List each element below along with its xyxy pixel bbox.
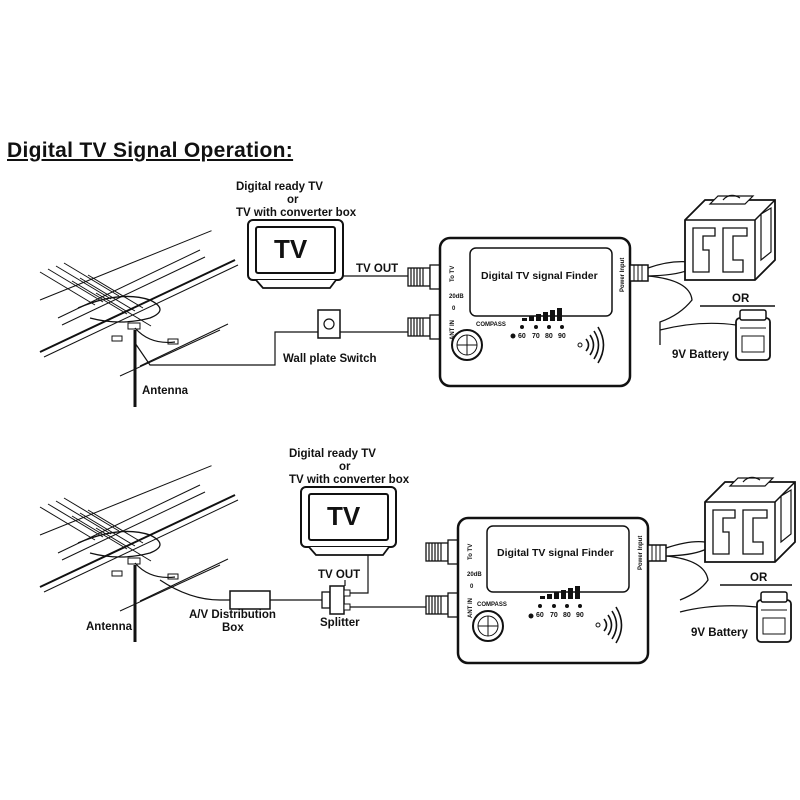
av-box-label-line1: A/V Distribution [189,609,276,621]
battery-holder-1-icon [684,194,776,281]
finder-1-ant-in-label: ANT IN [450,320,456,340]
tv-caption-2-line1: Digital ready TV [289,448,376,460]
signal-finder-1: Digital TV signal Finder To TV ANT IN Po… [438,236,632,388]
finder-2-20db-label: 20dB [467,572,482,578]
finder-2-power-input-label: Power Input [638,536,644,570]
av-distribution-box-icon [229,590,271,610]
finder-2-ant-in-label: ANT IN [468,598,474,618]
to-tv-connector-2 [425,539,459,565]
finder-2-scale-60: 60 [536,612,544,619]
wall-plate-switch-label: Wall plate Switch [283,353,377,365]
tv-out-1-label: TV OUT [356,263,398,275]
tv-2-screen-text: TV [327,501,361,531]
page-title: Digital TV Signal Operation: [7,139,294,162]
finder-1-power-input-label: Power Input [620,258,626,292]
finder-2-compass-label: COMPASS [477,602,507,608]
antenna-1-label: Antenna [142,385,189,397]
tv-out-2-label: TV OUT [318,569,360,581]
finder-1-20db-label: 20dB [449,294,464,300]
battery-1-label: 9V Battery [672,349,729,361]
to-tv-connector-1 [407,264,441,290]
finder-1-compass-label: COMPASS [476,322,506,328]
ant-in-connector-1 [407,314,441,340]
finder-1-scale-60: 60 [518,333,526,340]
tv-caption-2-line2: or [339,461,351,473]
battery-holder-2-icon [704,476,796,563]
finder-2-scale-80: 80 [563,612,571,619]
ant-in-connector-2 [425,592,459,618]
wall-plate-switch-icon [317,309,341,339]
finder-1-scale-70: 70 [532,333,540,340]
finder-1-scale-80: 80 [545,333,553,340]
finder-2-title: Digital TV signal Finder [497,547,614,559]
splitter-label: Splitter [320,617,360,629]
finder-1-zero-label: 0 [452,306,456,312]
tv-caption-1-line1: Digital ready TV [236,181,323,193]
battery-2-label: 9V Battery [691,627,748,639]
or-1-label: OR [732,293,750,305]
antenna-1 [38,229,240,409]
finder-1-to-tv-label: To TV [450,266,456,282]
finder-2-to-tv-label: To TV [468,544,474,560]
diagram-2: Antenna A/V Distribution Box Splitter TV… [38,448,796,665]
finder-2-zero-label: 0 [470,584,474,590]
finder-1-title: Digital TV signal Finder [481,270,598,282]
finder-2-scale-90: 90 [576,612,584,619]
tv-caption-2-line3: TV with converter box [289,474,410,486]
antenna-2-label: Antenna [86,621,133,633]
finder-2-scale-70: 70 [550,612,558,619]
splitter-icon [321,585,351,615]
signal-finder-2: Digital TV signal Finder To TV ANT IN Po… [456,516,650,665]
battery-9v-1-icon [735,309,771,361]
diagram-1: Antenna Wall plate Switch Digital ready … [38,181,776,409]
tv-caption-1-line2: or [287,194,299,206]
av-box-label-line2: Box [222,622,244,634]
battery-9v-2-icon [756,591,792,643]
or-2-label: OR [750,572,768,584]
tv-1-screen-text: TV [274,234,308,264]
finder-1-compass-dial [451,329,483,361]
finder-1-scale-90: 90 [558,333,566,340]
finder-2-compass-dial [472,610,504,642]
tv-caption-1-line3: TV with converter box [236,207,357,219]
